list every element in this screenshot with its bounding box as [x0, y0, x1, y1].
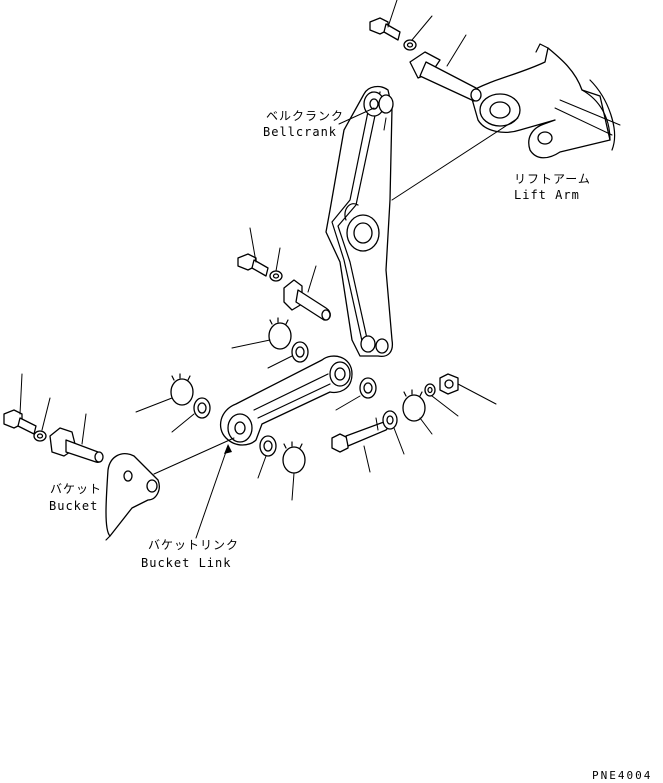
bellcrank-leader: [338, 107, 375, 125]
pin-left: [49, 413, 104, 463]
shim-left: [171, 397, 211, 433]
figure-code: PNE4004: [592, 769, 652, 782]
lift-arm: [469, 43, 621, 159]
shim-right: [382, 410, 405, 455]
pin-middle: [283, 265, 331, 321]
shim-lower: [257, 435, 277, 479]
bolt-middle: [237, 227, 269, 277]
washer-left: [33, 397, 51, 442]
bucket: [105, 453, 160, 541]
cap-lower: [282, 441, 306, 501]
label-bucket-link-jp: バケットリンク: [148, 538, 239, 552]
nut-right: [439, 373, 497, 405]
shim-upper-left: [267, 341, 309, 369]
label-lift-arm-jp: リフトアーム: [514, 172, 591, 186]
label-lift-arm-en: Lift Arm: [514, 188, 580, 202]
shim-right-upper: [335, 377, 377, 411]
bolt-left: [3, 373, 37, 435]
bucket-link-leader: [195, 445, 229, 539]
washer-middle: [269, 247, 283, 282]
bellcrank: [325, 85, 394, 358]
label-bellcrank-jp: ベルクランク: [266, 109, 344, 123]
cap-upper-left: [231, 317, 292, 350]
washer-top: [403, 15, 433, 51]
bucket-link: [219, 355, 353, 446]
bolt-right: [331, 417, 389, 473]
bucket-link-arrowhead: [224, 444, 232, 454]
label-bellcrank-en: Bellcrank: [263, 125, 337, 139]
label-bucket-link-en: Bucket Link: [141, 556, 231, 570]
bolt-top: [369, 0, 401, 41]
bucket-leader: [153, 437, 235, 475]
pin-top: [409, 34, 482, 102]
cap-right: [402, 389, 433, 435]
cap-left: [135, 373, 194, 413]
washer-right: [424, 383, 459, 417]
label-bucket-en: Bucket: [49, 499, 98, 513]
lift-arm-leader-a: [391, 121, 513, 201]
lift-arm-leader-b: [511, 117, 519, 123]
label-bucket-jp: バケット: [50, 482, 102, 496]
